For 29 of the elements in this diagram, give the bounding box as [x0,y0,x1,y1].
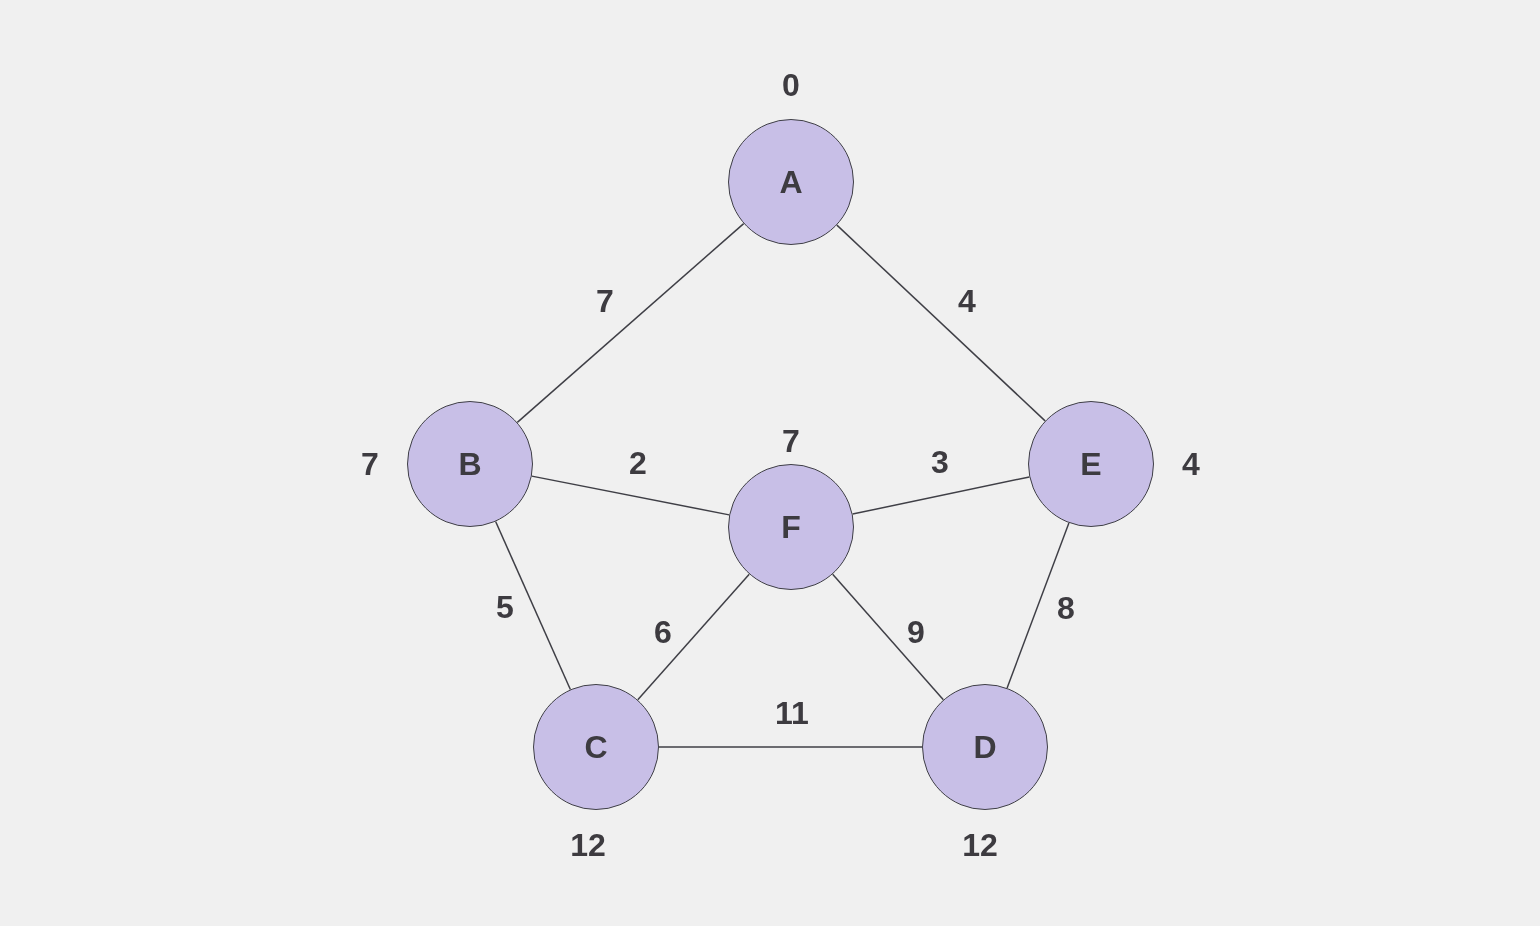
node-label: F [781,511,801,543]
node-label: E [1080,448,1102,480]
connector-line [658,746,923,748]
edge-label: 9 [907,616,925,648]
connector-line [637,573,750,701]
connector-line [494,520,572,691]
edge-label: 11 [775,697,809,729]
node-label: B [458,448,482,480]
connector-line [531,475,730,516]
edge-label: 7 [596,285,614,317]
edge-label: 6 [654,616,672,648]
node-label: C [584,731,608,763]
connector-line [836,224,1046,422]
node-distance-label: 4 [1182,448,1200,480]
edge-label: 8 [1057,592,1075,624]
node-label: D [973,731,997,763]
connector-line [831,573,945,701]
edge-label: 3 [931,446,949,478]
node-distance-label: 0 [782,69,800,101]
edge-label: 4 [958,285,976,317]
node-distance-label: 12 [570,829,606,861]
connector-line [516,222,745,424]
node-distance-label: 7 [782,425,800,457]
connector-line [1006,522,1070,689]
node-distance-label: 7 [361,448,379,480]
edge-label: 5 [496,591,514,623]
node-distance-label: 12 [962,829,998,861]
edge-label: 2 [629,447,647,479]
node-label: A [779,166,803,198]
